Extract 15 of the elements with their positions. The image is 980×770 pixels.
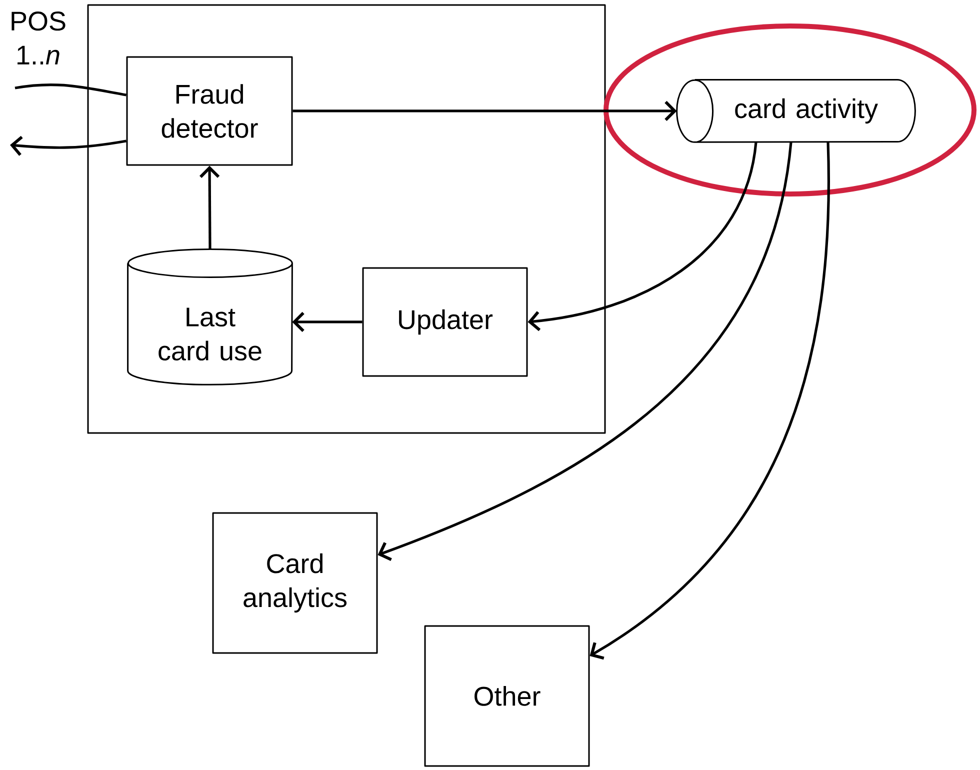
process-box: Card analytics — [212, 512, 378, 654]
process-box: Fraud detector — [126, 56, 293, 166]
terminal-label: POS 1..n — [12, 12, 66, 64]
highlight-ellipse — [604, 23, 976, 196]
arrow — [378, 142, 792, 561]
arrow — [528, 142, 758, 332]
process-box: Updater — [362, 267, 528, 377]
arrow — [292, 100, 677, 122]
queue-cylinder: card activity — [676, 79, 916, 143]
arrow — [200, 166, 220, 250]
arrow — [10, 136, 126, 156]
process-box: Other — [424, 625, 590, 767]
arrow — [292, 312, 362, 332]
arrow — [590, 142, 830, 660]
database-cylinder: Last card use — [127, 248, 293, 386]
